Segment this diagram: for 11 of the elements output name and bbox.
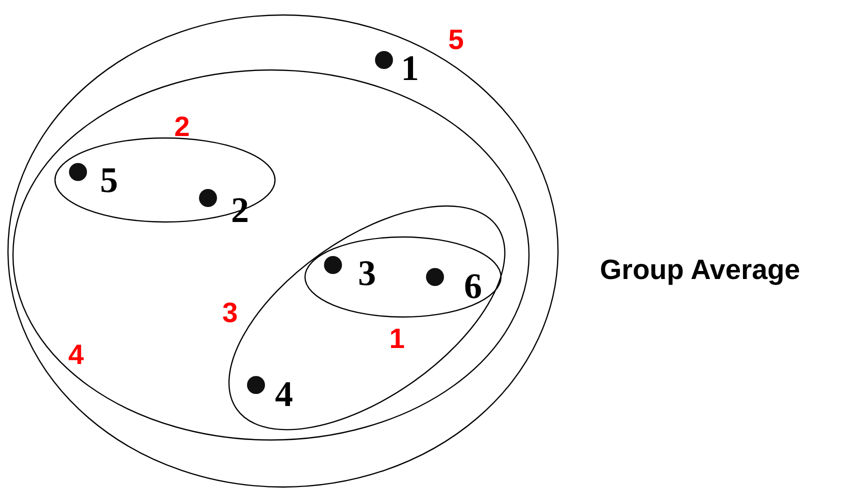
point-label: 5 — [100, 162, 118, 198]
point-label: 1 — [401, 50, 419, 86]
cluster-number: 3 — [222, 298, 238, 327]
cluster-number: 4 — [68, 341, 84, 369]
method-heading: Group Average — [600, 256, 800, 284]
cluster-number: 5 — [448, 26, 464, 54]
point-label: 4 — [274, 376, 293, 412]
point-label: 3 — [358, 254, 376, 291]
cluster-number: 2 — [174, 113, 190, 141]
cluster-number: 1 — [389, 324, 405, 353]
point-label: 6 — [464, 268, 482, 304]
